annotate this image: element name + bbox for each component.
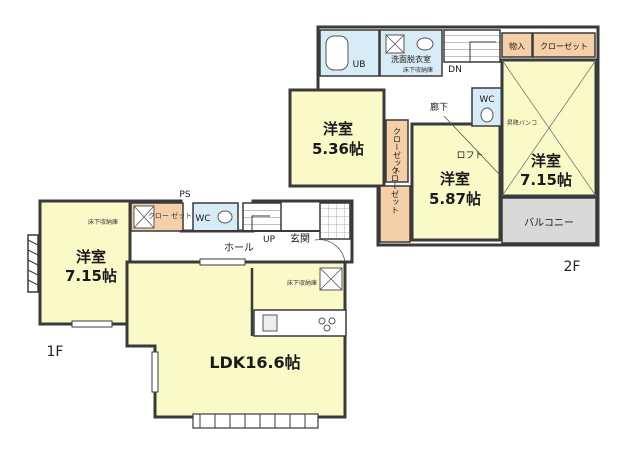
- room-ldk-label: LDK16.6帖: [209, 353, 300, 372]
- window-ldk-north: [199, 258, 246, 266]
- closet-2f-a-label: クローゼット: [393, 127, 402, 175]
- toilet-icon: [217, 210, 233, 224]
- hall-label: ホール: [224, 242, 254, 254]
- closet-2f-a: [385, 119, 409, 183]
- room-2f-a: [288, 88, 386, 188]
- room-2f-c-name: 洋室: [531, 152, 561, 170]
- ps-label: PS: [179, 190, 190, 200]
- entrance-door-swing: [314, 239, 346, 263]
- wc-2f-label: WC: [479, 95, 494, 105]
- balcony: [501, 197, 597, 244]
- stove-icon: [318, 317, 326, 325]
- wc-1f-label: WC: [195, 214, 210, 224]
- room-ldk: [125, 260, 347, 419]
- room-1f-western: [38, 199, 132, 326]
- kitchen-counter: [253, 309, 347, 337]
- stairs-up-label: UP: [263, 235, 276, 245]
- room-2f-a-name: 洋室: [323, 120, 353, 138]
- room-2f-b-name: 洋室: [440, 170, 470, 188]
- room-1f-western-name: 洋室: [76, 248, 106, 266]
- floor-2f-label: 2F: [564, 259, 581, 275]
- room-2f-a-size: 5.36帖: [312, 140, 364, 158]
- underfloor-storage-ldk-label: 床下収納庫: [287, 279, 317, 287]
- floor-1f: [27, 199, 354, 429]
- floor-2f: [288, 25, 600, 247]
- closet-2f-b-label: クローゼット: [391, 166, 400, 214]
- stairs-2f: [443, 29, 501, 63]
- corridor-2f: [412, 88, 472, 116]
- window-ldk-west: [151, 351, 159, 393]
- loft-diagonal: [443, 115, 501, 176]
- stairs-up-arrow-icon: [251, 215, 270, 231]
- closet-2f-top: [532, 32, 596, 58]
- stairs-1f: [242, 202, 282, 232]
- entrance-1f: [319, 202, 351, 240]
- wc-2f: [471, 87, 503, 127]
- storage-2f-label: 物入: [509, 41, 525, 51]
- bath-ub-label: UB: [353, 60, 366, 70]
- bathtub-icon: [325, 35, 349, 71]
- stairs-dn-label: DN: [448, 65, 462, 75]
- room-2f-c-diagonals: [501, 59, 597, 197]
- closet-2f-b: [379, 185, 411, 243]
- room-2f-b: [410, 122, 502, 242]
- ladder-label: 昇降バンコ: [507, 119, 537, 127]
- washing-machine-icon: [416, 37, 434, 51]
- room-1f-western-size: 7.15帖: [65, 267, 117, 285]
- floor-1f-label: 1F: [47, 344, 64, 360]
- entrance-label: 玄関: [290, 232, 310, 245]
- closet-1f-label: クロー ゼット: [148, 211, 192, 220]
- window-1f-west: [27, 234, 39, 293]
- corridor-label: 廊下: [430, 101, 448, 113]
- underfloor-storage-1f-label: 床下収納庫: [88, 218, 118, 226]
- room-2f-b-size: 5.87帖: [429, 190, 481, 208]
- loft-label: ロフト: [456, 151, 483, 161]
- window-1f-west-bottom: [71, 320, 113, 328]
- closet-2f-top-label: クローゼット: [540, 41, 588, 51]
- toilet-2f-icon: [480, 107, 494, 123]
- room-2f-c-size: 7.15帖: [520, 171, 572, 189]
- stairs-down-arrow-icon: [469, 41, 496, 62]
- sink-icon: [262, 314, 278, 332]
- balcony-label: バルコニー: [524, 217, 574, 229]
- window-ldk-south: [192, 413, 319, 429]
- washroom-storage-label: 床下収納庫: [403, 66, 433, 74]
- storage-2f: [501, 32, 533, 58]
- washroom-label: 洗面脱衣室: [391, 54, 431, 64]
